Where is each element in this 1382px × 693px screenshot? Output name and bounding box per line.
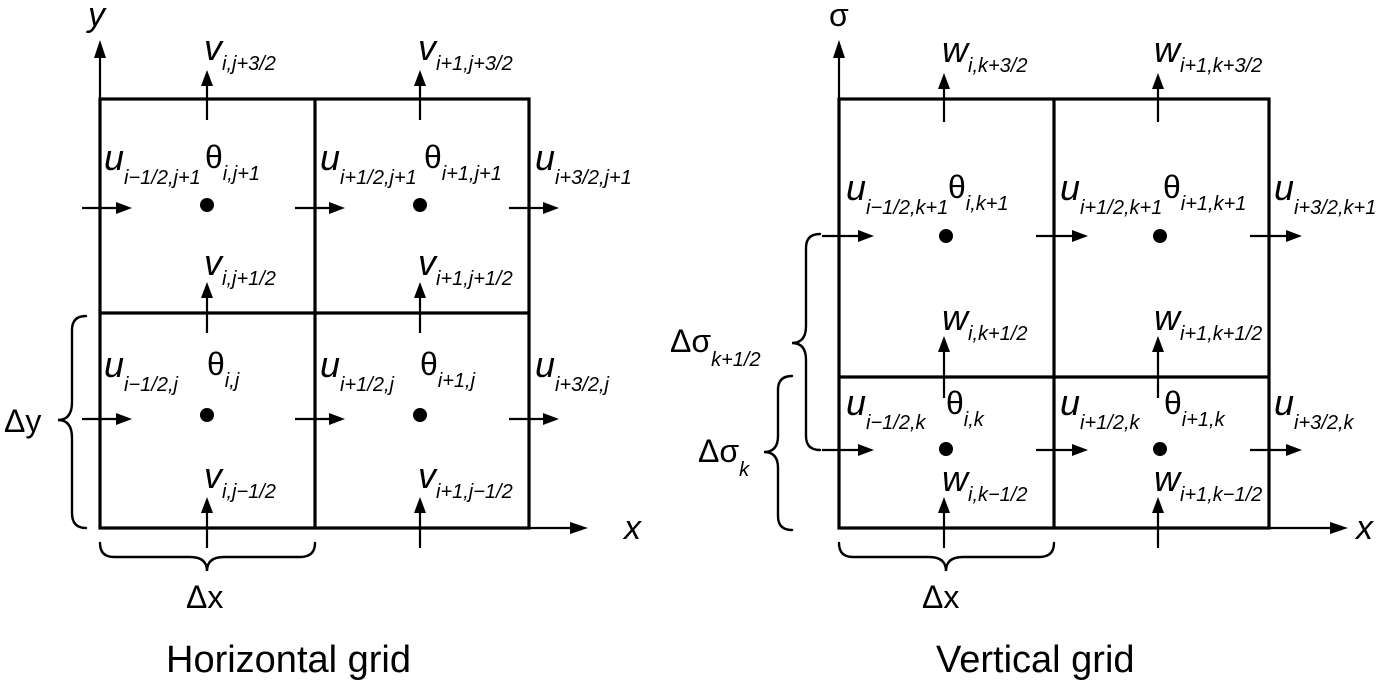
v-w-label: wi+1,k+3/2: [1154, 29, 1262, 77]
h-u-arrowhead: [116, 413, 132, 425]
h-y-axis-arrowhead: [94, 40, 106, 58]
v-theta-label: θi+1,k: [1164, 385, 1226, 431]
v-u-arrowhead: [1286, 444, 1302, 456]
h-x-axis-arrowhead: [570, 522, 588, 534]
v-w-arrowhead: [1152, 497, 1164, 513]
h-u-arrowhead: [543, 202, 559, 214]
v-u-label: ui+1/2,k: [1060, 382, 1141, 434]
v-theta-point: [1153, 442, 1167, 456]
h-v-label: vi,j−1/2: [204, 455, 276, 503]
h-x-axis-label: x: [622, 509, 642, 547]
v-theta-label: θi,k: [946, 385, 985, 431]
h-u-label: ui+3/2,j+1: [535, 137, 632, 189]
v-u-arrows: [822, 230, 1302, 456]
v-w-arrowhead: [938, 336, 950, 352]
h-v-label: vi+1,j+3/2: [418, 27, 513, 75]
h-theta-point: [413, 408, 427, 422]
v-x-axis-label: x: [1354, 509, 1374, 547]
v-theta-point: [939, 442, 953, 456]
h-delta-x-brace: [98, 541, 317, 572]
h-v-arrowhead: [201, 497, 213, 513]
h-theta-point: [413, 198, 427, 212]
v-x-axis-arrowhead: [1330, 522, 1348, 534]
v-delta-sigma-upper-brace: [791, 232, 822, 452]
h-v-label: vi,j+1/2: [204, 242, 276, 290]
v-u-label: ui−1/2,k+1: [846, 167, 948, 219]
h-delta-y-brace: [57, 314, 88, 530]
h-delta-y-label: Δy: [4, 403, 41, 439]
v-w-arrowhead: [1152, 336, 1164, 352]
h-u-label: ui−1/2,j+1: [104, 137, 201, 189]
h-theta-point: [200, 198, 214, 212]
v-delta-sigma-lower-brace: [763, 374, 794, 532]
h-theta-label: θi+1,j: [420, 346, 476, 392]
v-theta-point: [939, 229, 953, 243]
v-sigma-axis-arrowhead: [833, 40, 845, 58]
h-y-axis-label: y: [86, 0, 107, 34]
v-sigma-axis-label: σ: [829, 0, 849, 33]
horizontal-grid-caption: Horizontal grid: [166, 639, 411, 681]
v-delta-x-label: Δx: [922, 579, 959, 615]
h-u-label: ui−1/2,j: [104, 344, 179, 396]
v-theta-label: θi+1,k+1: [1163, 169, 1246, 215]
v-u-arrowhead: [858, 230, 874, 242]
h-theta-label: θi,j: [207, 346, 240, 392]
h-u-label: ui+3/2,j: [535, 344, 610, 396]
h-v-label: vi+1,j−1/2: [418, 455, 513, 503]
horizontal-grid-panel: y x Δy Δx ui−1/2,j+1 ui+1/2,j+1 ui+3/2,j…: [4, 0, 642, 681]
h-u-label: ui+1/2,j+1: [320, 137, 417, 189]
h-theta-point: [200, 408, 214, 422]
h-v-label: vi,j+3/2: [204, 27, 276, 75]
h-v-arrowhead: [414, 70, 426, 86]
h-v-arrowhead: [201, 70, 213, 86]
v-u-arrowhead: [1072, 444, 1088, 456]
v-theta-label: θi,k+1: [948, 169, 1009, 215]
v-w-label: wi+1,k−1/2: [1154, 458, 1262, 506]
v-w-arrowhead: [938, 497, 950, 513]
h-u-arrowhead: [329, 202, 345, 214]
v-u-label: ui+1/2,k+1: [1060, 167, 1162, 219]
v-w-label: wi,k+1/2: [942, 297, 1027, 345]
vertical-grid-panel: σ x Δσk+1/2 Δσk Δx ui−1/2,k+1 ui+1/2,k+1…: [670, 0, 1376, 681]
h-u-label: ui+1/2,j: [320, 344, 395, 396]
v-delta-x-brace: [837, 541, 1056, 572]
h-v-label: vi+1,j+1/2: [418, 242, 513, 290]
vertical-grid-caption: Vertical grid: [936, 639, 1135, 681]
v-w-label: wi,k−1/2: [942, 458, 1027, 506]
h-v-arrowhead: [201, 282, 213, 298]
v-w-label: wi+1,k+1/2: [1154, 297, 1262, 345]
h-delta-x-label: Δx: [186, 579, 223, 615]
v-w-arrowhead: [938, 73, 950, 89]
h-v-arrowhead: [414, 497, 426, 513]
v-w-arrowhead: [1152, 73, 1164, 89]
v-theta-point: [1153, 229, 1167, 243]
h-u-arrowhead: [116, 202, 132, 214]
v-u-label: ui−1/2,k: [846, 382, 927, 434]
v-delta-sigma-upper-label: Δσk+1/2: [670, 323, 761, 371]
v-w-arrows: [938, 73, 1164, 548]
v-u-arrowhead: [858, 444, 874, 456]
h-u-arrows: [82, 202, 559, 425]
v-u-arrowhead: [1286, 230, 1302, 242]
v-delta-sigma-lower-label: Δσk: [698, 433, 750, 481]
h-v-arrows: [201, 70, 426, 548]
v-w-label: wi,k+3/2: [942, 29, 1027, 77]
h-v-arrowhead: [414, 282, 426, 298]
h-u-arrowhead: [543, 413, 559, 425]
h-u-arrowhead: [329, 413, 345, 425]
h-theta-label: θi+1,j+1: [424, 139, 502, 185]
v-u-arrowhead: [1072, 230, 1088, 242]
h-theta-label: θi,j+1: [205, 139, 260, 185]
v-u-label: ui+3/2,k+1: [1274, 167, 1376, 219]
v-u-label: ui+3/2,k: [1274, 382, 1355, 434]
